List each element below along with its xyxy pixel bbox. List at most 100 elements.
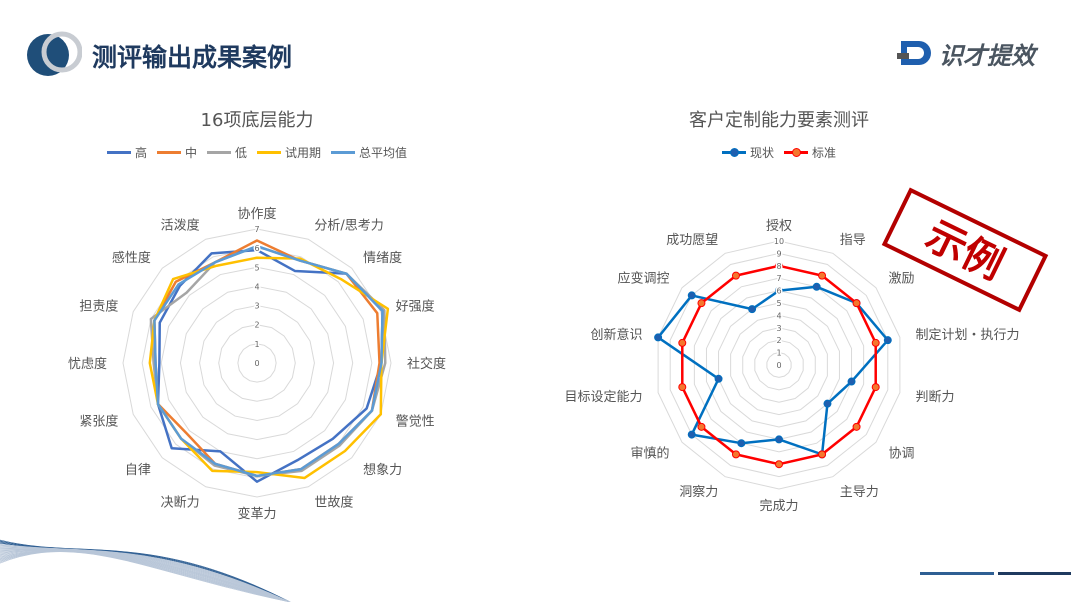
axis-label: 变革力 (237, 506, 276, 522)
axis-label: 制定计划・执行力 (915, 328, 1019, 343)
tick-label: 6 (254, 244, 259, 253)
axis-label: 情绪度 (363, 250, 402, 266)
gridline (693, 277, 865, 453)
legend-item: 现状 (721, 144, 774, 161)
tick-label: 5 (776, 299, 781, 308)
data-point (678, 338, 687, 347)
legend-item: 标准 (784, 144, 836, 161)
gridline (160, 266, 354, 460)
axis-label: 应变调控 (618, 271, 670, 287)
axis-label: 好强度 (396, 299, 435, 315)
gridline (199, 305, 315, 421)
axis-label: 决断力 (161, 496, 200, 511)
legend-swatch (784, 148, 808, 157)
stamp-text: 示例 (919, 213, 1011, 289)
chart1-title: 16项底层能力 (200, 110, 314, 131)
gridline (179, 285, 335, 441)
gridline (742, 327, 816, 403)
legend-label: 试用期 (285, 146, 322, 160)
data-point (775, 460, 783, 469)
data-point (823, 399, 832, 408)
brand-logo: 识才提效 (897, 36, 1035, 71)
page-title: 测评输出成果案例 (92, 43, 293, 72)
wave-decoration (0, 539, 291, 602)
gridline (718, 302, 840, 428)
data-point (852, 422, 861, 431)
data-point (654, 333, 663, 342)
data-point (697, 299, 706, 308)
tick-label: 8 (776, 262, 781, 271)
data-point (871, 338, 880, 347)
data-point (748, 305, 757, 314)
tick-label: 2 (254, 321, 259, 330)
tick-label: 0 (254, 359, 259, 368)
footer-bar-left (920, 572, 994, 575)
axis-label: 审慎的 (631, 445, 670, 461)
axis-label: 分析/思考力 (314, 218, 383, 233)
legend-label: 高 (134, 146, 147, 160)
data-point (678, 383, 687, 392)
legend-swatch (721, 148, 746, 157)
axis-label: 警觉性 (396, 413, 435, 429)
gridline (669, 252, 889, 478)
axis-label: 成功愿望 (666, 232, 718, 248)
tick-label: 1 (776, 349, 781, 358)
legend-item: 中 (156, 144, 197, 161)
legend-swatch (106, 151, 131, 154)
data-point (852, 299, 861, 308)
legend-label: 中 (184, 146, 197, 160)
data-point (818, 271, 827, 280)
axis-label: 想象力 (363, 462, 402, 478)
gridline (766, 352, 792, 378)
data-point (818, 450, 827, 459)
wave-line (0, 551, 291, 602)
axis-label: 激励 (888, 272, 914, 287)
legend-item: 试用期 (257, 144, 321, 161)
tick-label: 7 (776, 274, 781, 283)
legend-swatch (257, 151, 281, 154)
data-point (883, 336, 892, 345)
axis-label: 指导 (840, 233, 866, 248)
gridline (730, 314, 828, 416)
axis-label: 洞察力 (679, 485, 718, 500)
axis-label: 感性度 (112, 250, 151, 266)
stamp-frame (881, 187, 1049, 313)
data-point (737, 439, 746, 448)
legend-label: 标准 (812, 146, 837, 160)
tick-label: 6 (776, 287, 781, 296)
axis-label: 目标设定能力 (564, 390, 642, 405)
data-point (697, 422, 706, 431)
data-point (687, 291, 696, 300)
axis-label: 判断力 (915, 390, 954, 405)
tick-label: 1 (254, 340, 259, 349)
axis-label: 自律 (125, 463, 151, 478)
legend-label: 总平均值 (359, 146, 408, 160)
data-point (775, 286, 783, 295)
axis-label: 授权 (766, 218, 792, 234)
tick-label: 4 (776, 311, 781, 320)
tick-label: 5 (254, 263, 259, 272)
gridline (141, 247, 373, 479)
brand-d-icon (897, 40, 931, 65)
legend-item: 高 (106, 144, 147, 161)
axis-label: 世故度 (314, 495, 353, 511)
legend-item: 总平均值 (331, 144, 407, 161)
gridline (218, 324, 296, 402)
tick-label: 2 (776, 336, 781, 345)
tick-label: 9 (776, 249, 781, 258)
tick-label: 0 (776, 361, 781, 370)
data-point (731, 450, 740, 459)
data-point (775, 261, 783, 270)
data-point (687, 430, 696, 439)
tick-label: 4 (254, 282, 259, 291)
gridline (237, 343, 277, 383)
legend-label: 现状 (749, 146, 774, 160)
tick-label: 10 (774, 237, 784, 246)
legend-label: 低 (234, 146, 247, 160)
brand-name: 识才提效 (939, 42, 1035, 70)
axis-label: 社交度 (407, 356, 446, 372)
axis-label: 协作度 (237, 206, 276, 222)
axis-label: 紧张度 (79, 413, 118, 429)
data-point (847, 377, 856, 386)
